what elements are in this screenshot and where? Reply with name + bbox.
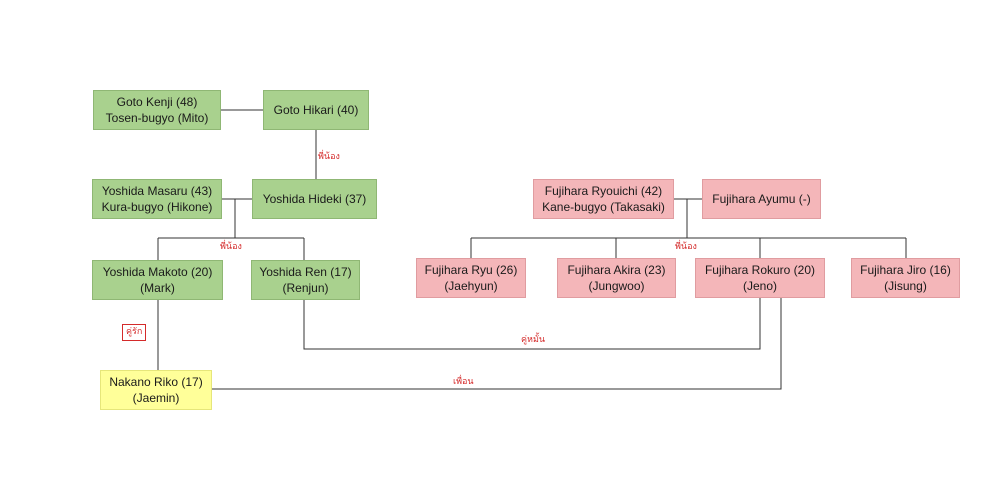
- node-goto-kenji: Goto Kenji (48) Tosen-bugyo (Mito): [93, 90, 221, 130]
- label-makoto-riko: คู่รัก: [122, 324, 147, 341]
- label-riko-rokuro: เพื่อน: [453, 377, 474, 387]
- yoshida-makoto-name: Yoshida Makoto (20): [102, 265, 213, 279]
- node-fujihara-ryu: Fujihara Ryu (26) (Jaehyun): [416, 258, 526, 298]
- label-yoshida-siblings: พี่น้อง: [220, 242, 242, 252]
- fujihara-ayumu-name: Fujihara Ayumu (-): [712, 192, 811, 206]
- yoshida-ren-name: Yoshida Ren (17): [259, 265, 352, 279]
- node-fujihara-akira: Fujihara Akira (23) (Jungwoo): [557, 258, 676, 298]
- label-ren-rokuro: คู่หมั้น: [521, 335, 546, 345]
- node-fujihara-ayumu: Fujihara Ayumu (-): [702, 179, 821, 219]
- yoshida-hideki-name: Yoshida Hideki (37): [262, 192, 367, 206]
- goto-kenji-name: Goto Kenji (48): [116, 95, 198, 109]
- ren-rokuro-line: [303, 298, 761, 350]
- node-yoshida-makoto: Yoshida Makoto (20) (Mark): [92, 260, 223, 300]
- fujihara-akira-nickname: (Jungwoo): [588, 279, 645, 293]
- yoshida-ren-nickname: (Renjun): [282, 281, 329, 295]
- node-fujihara-rokuro: Fujihara Rokuro (20) (Jeno): [695, 258, 825, 298]
- riko-rokuro-line: [212, 298, 782, 390]
- fujihara-akira-name: Fujihara Akira (23): [567, 263, 666, 277]
- node-fujihara-jiro: Fujihara Jiro (16) (Jisung): [851, 258, 960, 298]
- fujihara-ryouichi-name: Fujihara Ryouichi (42): [544, 184, 663, 198]
- node-yoshida-masaru: Yoshida Masaru (43) Kura-bugyo (Hikone): [92, 179, 222, 219]
- label-goto-siblings: พี่น้อง: [318, 152, 340, 162]
- nakano-riko-name: Nakano Riko (17): [109, 375, 203, 389]
- yoshida-makoto-nickname: (Mark): [140, 281, 175, 295]
- fujihara-rokuro-name: Fujihara Rokuro (20): [704, 263, 816, 277]
- fujihara-ryouichi-role: Kane-bugyo (Takasaki): [542, 200, 665, 214]
- goto-hikari-name: Goto Hikari (40): [273, 103, 359, 117]
- yoshida-masaru-name: Yoshida Masaru (43): [101, 184, 213, 198]
- fujihara-jiro-nickname: (Jisung): [884, 279, 927, 293]
- node-nakano-riko: Nakano Riko (17) (Jaemin): [100, 370, 212, 410]
- fujihara-ryu-nickname: (Jaehyun): [444, 279, 498, 293]
- node-yoshida-ren: Yoshida Ren (17) (Renjun): [251, 260, 360, 300]
- yoshida-masaru-role: Kura-bugyo (Hikone): [101, 200, 213, 214]
- fujihara-jiro-name: Fujihara Jiro (16): [860, 263, 951, 277]
- node-goto-hikari: Goto Hikari (40): [263, 90, 369, 130]
- fujihara-ryu-name: Fujihara Ryu (26): [424, 263, 518, 277]
- label-fujihara-siblings: พี่น้อง: [675, 242, 697, 252]
- node-fujihara-ryouichi: Fujihara Ryouichi (42) Kane-bugyo (Takas…: [533, 179, 674, 219]
- fujihara-rokuro-nickname: (Jeno): [742, 279, 777, 293]
- nakano-riko-nickname: (Jaemin): [132, 391, 180, 405]
- node-yoshida-hideki: Yoshida Hideki (37): [252, 179, 377, 219]
- goto-kenji-role: Tosen-bugyo (Mito): [105, 111, 209, 125]
